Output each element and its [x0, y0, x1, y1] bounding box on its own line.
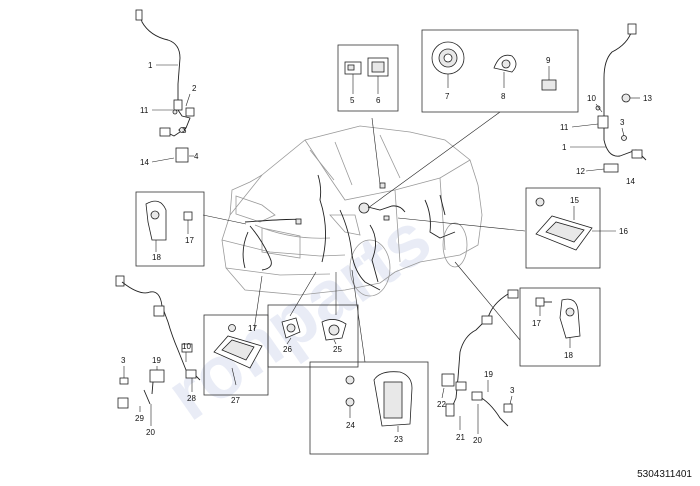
callout-15: 15: [570, 196, 579, 205]
harness-wiring: [242, 174, 456, 291]
callout-19: 19: [484, 370, 493, 379]
callout-7: 7: [445, 92, 450, 101]
box-5-6: [337, 44, 399, 112]
box-23-24: [309, 361, 429, 455]
box-17-18-left: [135, 191, 205, 267]
callout-4: 4: [194, 152, 199, 161]
callout-26: 26: [283, 345, 292, 354]
callout-21: 21: [456, 433, 465, 442]
callout-27: 27: [231, 396, 240, 405]
callout-25: 25: [333, 345, 342, 354]
callout-3: 3: [510, 386, 515, 395]
callout-16: 16: [619, 227, 628, 236]
callout-17: 17: [185, 236, 194, 245]
vehicle-outline: [221, 125, 483, 297]
callout-6: 6: [376, 96, 381, 105]
callout-2: 2: [192, 84, 197, 93]
callout-29: 29: [135, 414, 144, 423]
callout-19: 19: [152, 356, 161, 365]
callout-23: 23: [394, 435, 403, 444]
callout-3: 3: [620, 118, 625, 127]
module-23-24: [345, 371, 413, 432]
callout-14: 14: [626, 177, 635, 186]
callout-8: 8: [501, 92, 506, 101]
callout-24: 24: [346, 421, 355, 430]
callout-12: 12: [576, 167, 585, 176]
callout-1: 1: [562, 143, 567, 152]
parts-25-26: [281, 317, 347, 345]
callout-9: 9: [546, 56, 551, 65]
document-number: 5304311401: [637, 469, 692, 480]
callout-14: 14: [140, 158, 149, 167]
callout-3: 3: [182, 126, 187, 135]
rear-left-wheel-speed-sensor: [115, 275, 201, 426]
box-17-18-right: [519, 287, 601, 367]
callout-17: 17: [248, 324, 257, 333]
front-right-wheel-speed-sensor: [570, 23, 647, 173]
leader-lines: [202, 111, 526, 363]
box-15-16: [525, 187, 601, 269]
callout-11: 11: [140, 106, 149, 115]
callout-18: 18: [152, 253, 161, 262]
callout-1: 1: [148, 61, 153, 70]
rear-right-wheel-speed-sensor: [441, 289, 519, 434]
abs-control-unit: [535, 197, 616, 251]
callout-3: 3: [121, 356, 126, 365]
box-25-26: [267, 304, 359, 368]
callout-20: 20: [473, 436, 482, 445]
callout-17: 17: [532, 319, 541, 328]
crash-sensor-right: [535, 297, 581, 348]
callout-10: 10: [182, 342, 191, 351]
airbag-control-unit: [213, 324, 263, 386]
callout-22: 22: [437, 400, 446, 409]
callout-5: 5: [350, 96, 355, 105]
crash-sensor-left: [145, 200, 193, 252]
parts-5-6: [344, 57, 389, 94]
parts-7-8-9: [431, 41, 557, 91]
callout-11: 11: [560, 123, 569, 132]
callout-10: 10: [587, 94, 596, 103]
callout-28: 28: [187, 394, 196, 403]
front-left-wheel-speed-sensor: [135, 9, 195, 163]
box-7-8-9: [421, 29, 579, 113]
callout-18: 18: [564, 351, 573, 360]
callout-13: 13: [643, 94, 652, 103]
callout-20: 20: [146, 428, 155, 437]
